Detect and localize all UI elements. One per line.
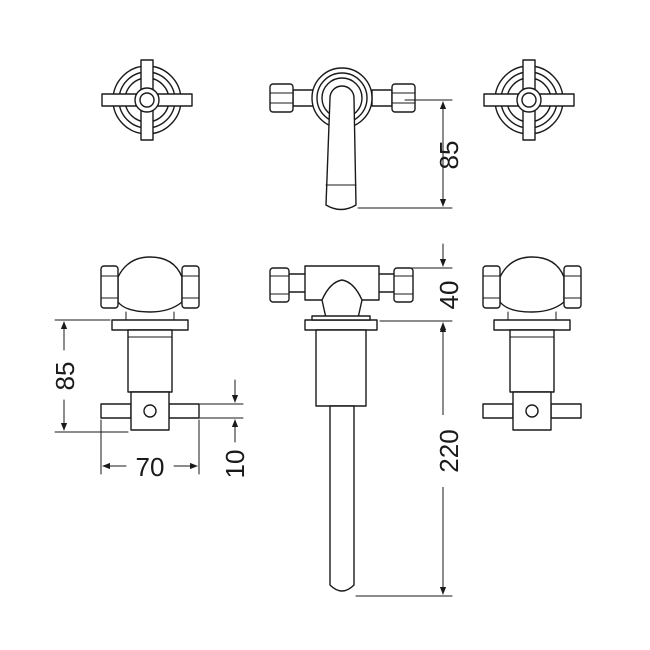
dim-label-10: 10 <box>220 450 250 479</box>
dim-spout-offset: 40 <box>379 243 464 346</box>
top-left-cross-handle <box>101 59 193 141</box>
dim-spout-length: 220 <box>355 324 464 597</box>
dim-label-40: 40 <box>434 281 464 310</box>
dim-label-70: 70 <box>136 452 165 482</box>
top-spout-view <box>269 67 416 211</box>
top-right-cross-handle <box>483 59 575 141</box>
front-left-valve <box>100 256 200 431</box>
dim-label-85-left: 85 <box>50 362 80 391</box>
front-spout-view <box>269 265 414 592</box>
dim-spout-top-height: 85 <box>357 99 464 209</box>
dim-label-85-top: 85 <box>434 141 464 170</box>
dim-valve-width: 70 <box>100 419 200 482</box>
dim-valve-depth: 10 <box>199 379 250 479</box>
dim-label-220: 220 <box>434 429 464 472</box>
front-right-valve <box>482 256 582 431</box>
dim-valve-height: 85 <box>50 319 129 433</box>
